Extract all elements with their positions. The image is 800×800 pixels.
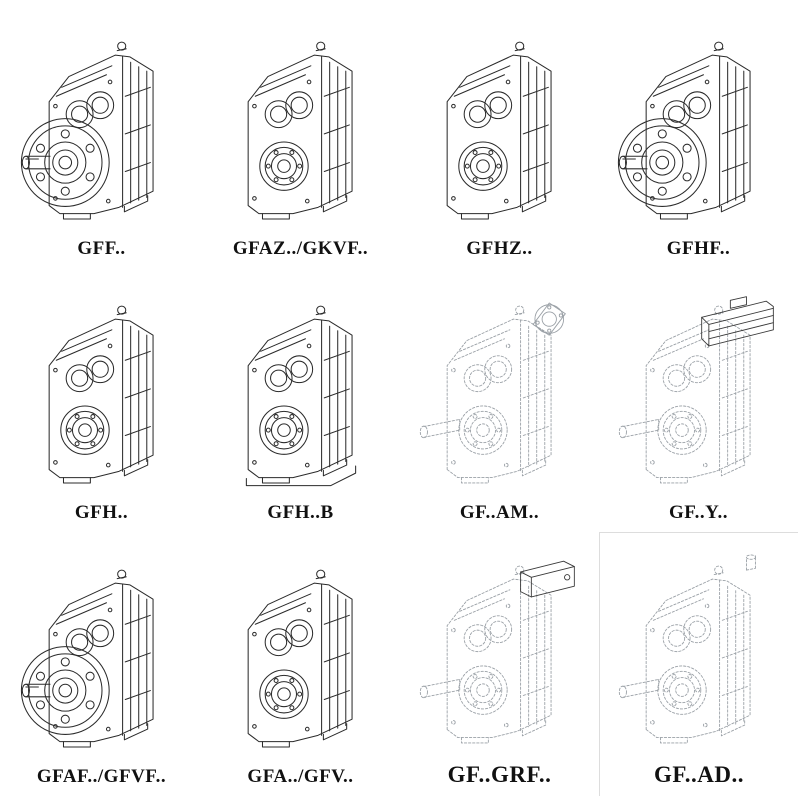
gearbox-dashed-motor-icon — [609, 294, 789, 500]
input-bores — [464, 92, 511, 128]
product-cell: GFHZ.. — [400, 4, 599, 268]
housing-outline — [49, 42, 153, 219]
input-bores — [265, 356, 312, 392]
housing-outline — [49, 306, 153, 483]
output-flange — [21, 647, 109, 735]
housing-outline — [248, 306, 352, 483]
gearbox-flange-output-icon — [609, 30, 789, 236]
gearbox-hollow-shaft-icon — [410, 30, 590, 236]
product-cell: GFHF.. — [599, 4, 798, 268]
output-bearing — [458, 666, 506, 714]
input-bores — [663, 92, 710, 128]
model-label: GF..GRF.. — [447, 762, 552, 787]
gearbox-flange-output-icon — [12, 558, 192, 764]
input-bores — [265, 92, 312, 128]
input-bores — [663, 616, 710, 652]
input-shaft — [746, 555, 755, 570]
output-shaft — [619, 679, 658, 697]
input-bores — [66, 620, 113, 656]
input-bores — [66, 356, 113, 392]
gearbox-dashed-top-shaft-icon — [609, 554, 789, 760]
product-cell: GF..GRF.. — [400, 532, 599, 796]
housing-outline — [447, 306, 551, 483]
output-bearing — [658, 666, 706, 714]
model-label: GFA../GFV.. — [247, 766, 354, 787]
housing-outline — [447, 566, 551, 743]
product-cell: GF..AM.. — [400, 268, 599, 532]
output-shaft — [420, 679, 459, 697]
product-cell: GFF.. — [2, 4, 201, 268]
output-bearing — [259, 406, 307, 454]
model-label: GFHZ.. — [466, 238, 533, 259]
output-shaft — [420, 419, 459, 437]
gearbox-hollow-shaft-icon — [211, 558, 391, 764]
housing-outline — [646, 42, 750, 219]
output-bearing — [657, 406, 705, 454]
output-shaft — [619, 419, 658, 437]
input-bores — [464, 356, 511, 392]
input-bores — [66, 92, 113, 128]
model-label: GFH..B — [267, 502, 334, 523]
product-cell: GFH..B — [201, 268, 400, 532]
model-label: GF..AM.. — [459, 502, 540, 523]
housing-outline — [248, 570, 352, 747]
product-cell: GF..AD.. — [599, 532, 798, 796]
model-label: GF..Y.. — [668, 502, 729, 523]
housing-outline — [447, 42, 551, 219]
output-bearing — [458, 142, 506, 190]
model-label: GFH.. — [74, 502, 129, 523]
output-flange — [21, 119, 109, 207]
gearbox-foot-mounted-icon — [211, 294, 391, 500]
housing-outline — [646, 566, 750, 743]
gearbox-dashed-input-unit-icon — [410, 554, 590, 760]
output-bearing — [60, 406, 108, 454]
model-label: GFAZ../GKVF.. — [232, 238, 369, 259]
product-cell: GFAZ../GKVF.. — [201, 4, 400, 268]
gearbox-dashed-input-flange-icon — [410, 294, 590, 500]
model-label: GFAF../GFVF.. — [36, 766, 167, 787]
model-label: GFHF.. — [666, 238, 731, 259]
product-cell: GFA../GFV.. — [201, 532, 400, 796]
output-bearing — [259, 670, 307, 718]
product-cell: GFAF../GFVF.. — [2, 532, 201, 796]
motor-unit — [701, 297, 773, 346]
gearbox-hollow-shaft-icon — [211, 30, 391, 236]
input-bores — [464, 616, 511, 652]
model-label: GF..AD.. — [653, 762, 745, 787]
input-bores — [663, 356, 710, 392]
output-flange — [618, 119, 706, 207]
gearbox-flange-output-icon — [12, 30, 192, 236]
output-bearing — [259, 142, 307, 190]
input-flange — [533, 303, 565, 335]
housing-outline — [248, 42, 352, 219]
gearbox-hollow-shaft-icon — [12, 294, 192, 500]
input-bores — [265, 620, 312, 656]
output-bearing — [458, 406, 506, 454]
model-label: GFF.. — [77, 238, 126, 259]
housing-outline — [49, 570, 153, 747]
product-cell: GF..Y.. — [599, 268, 798, 532]
product-cell: GFH.. — [2, 268, 201, 532]
